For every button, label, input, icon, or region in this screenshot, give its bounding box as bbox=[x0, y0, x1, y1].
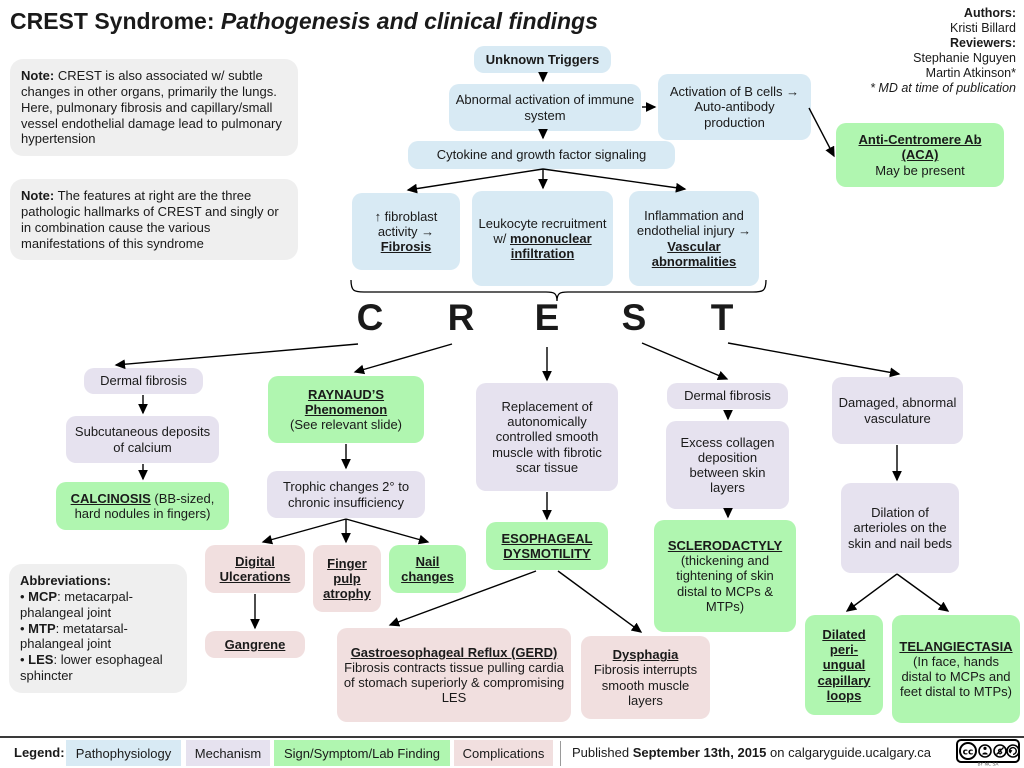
node-leukocyte-recruitment: Leukocyte recruitment w/ mononuclear inf… bbox=[472, 191, 613, 286]
abbreviation-item: • LES: lower esophageal sphincter bbox=[20, 652, 163, 684]
svg-text:cc: cc bbox=[963, 748, 974, 758]
abbreviation-item: • MCP: metacarpal-phalangeal joint bbox=[20, 588, 133, 620]
crest-letter-r: R bbox=[447, 297, 475, 338]
site-url: calgaryguide.ucalgary.ca bbox=[788, 745, 931, 760]
abbreviation-item: • MTP: metatarsal-phalangeal joint bbox=[20, 620, 128, 652]
node-cytokine-signaling: Cytokine and growth factor signaling bbox=[408, 141, 675, 169]
node-calcinosis: CALCINOSIS (BB-sized, hard nodules in fi… bbox=[56, 482, 229, 530]
published-info: Published September 13th, 2015 on calgar… bbox=[572, 745, 931, 760]
note-text: The features at right are the three path… bbox=[21, 188, 279, 251]
node-b-cell-activation: Activation of B cells → Auto-antibody pr… bbox=[658, 74, 811, 140]
reviewer-name: Martin Atkinson* bbox=[925, 66, 1016, 80]
node-dermal-fibrosis-c: Dermal fibrosis bbox=[84, 368, 203, 394]
legend-chip-pathophysiology: Pathophysiology bbox=[66, 740, 181, 766]
legend-chip-sign-symptom: Sign/Symptom/Lab Finding bbox=[274, 740, 450, 766]
node-digital-ulcerations: Digital Ulcerations bbox=[205, 545, 305, 593]
crest-letter-c: C bbox=[356, 297, 384, 338]
node-excess-collagen: Excess collagen deposition between skin … bbox=[666, 421, 789, 509]
page-title-subtitle: Pathogenesis and clinical findings bbox=[220, 8, 598, 34]
node-anti-centromere-ab: Anti-Centromere Ab (ACA)May be present bbox=[836, 123, 1004, 187]
svg-text:BY NC SA: BY NC SA bbox=[978, 762, 1000, 767]
cc-license-icon: cc $ BY NC SA bbox=[956, 739, 1020, 766]
node-vascular-abnormalities: Inflammation and endothelial injury → Va… bbox=[629, 191, 759, 286]
node-esophageal-dysmotility: ESOPHAGEAL DYSMOTILITY bbox=[486, 522, 608, 570]
footer-separator bbox=[560, 741, 561, 766]
legend-label: Legend: bbox=[14, 745, 65, 760]
node-arteriole-dilation: Dilation of arterioles on the skin and n… bbox=[841, 483, 959, 573]
node-sclerodactyly: SCLERODACTYLY(thickening and tightening … bbox=[654, 520, 796, 632]
node-smooth-muscle-replacement: Replacement of autonomically controlled … bbox=[476, 383, 618, 491]
published-date: September 13th, 2015 bbox=[632, 745, 767, 760]
author-name: Kristi Billard bbox=[950, 21, 1016, 35]
crest-letter-e: E bbox=[534, 297, 560, 338]
abbreviations-box: Abbreviations: • MCP: metacarpal-phalang… bbox=[9, 564, 187, 694]
note-label: Note: bbox=[21, 68, 55, 83]
note-label: Note: bbox=[21, 188, 55, 203]
node-telangiectasia: TELANGIECTASIA(In face, hands distal to … bbox=[892, 615, 1020, 723]
node-nail-changes: Nail changes bbox=[389, 545, 466, 593]
node-raynauds-phenomenon: RAYNAUD’S Phenomenon(See relevant slide) bbox=[268, 376, 424, 443]
footer-divider-line bbox=[0, 736, 1024, 738]
node-fibroblast-fibrosis: ↑ fibroblast activity →Fibrosis bbox=[352, 193, 460, 270]
legend-chip-mechanism: Mechanism bbox=[186, 740, 270, 766]
reviewer-name: Stephanie Nguyen bbox=[913, 51, 1016, 65]
authors-label: Authors: bbox=[963, 6, 1016, 20]
abbreviations-label: Abbreviations: bbox=[20, 573, 112, 588]
legend-chip-complications: Complications bbox=[454, 740, 553, 766]
node-dermal-fibrosis-s: Dermal fibrosis bbox=[667, 383, 788, 409]
reviewers-label: Reviewers: bbox=[949, 36, 1016, 50]
node-finger-pulp-atrophy: Finger pulp atrophy bbox=[313, 545, 381, 612]
crest-letter-s: S bbox=[621, 297, 647, 338]
page-title: CREST Syndrome: Pathogenesis and clinica… bbox=[10, 8, 598, 35]
credits-footnote: * MD at time of publication bbox=[870, 81, 1016, 95]
node-trophic-changes: Trophic changes 2° to chronic insufficie… bbox=[267, 471, 425, 518]
page-title-main: CREST Syndrome: bbox=[10, 8, 221, 34]
node-gerd: Gastroesophageal Reflux (GERD)Fibrosis c… bbox=[337, 628, 571, 722]
note-text: CREST is also associated w/ subtle chang… bbox=[21, 68, 282, 147]
node-unknown-triggers: Unknown Triggers bbox=[474, 46, 611, 73]
node-gangrene: Gangrene bbox=[205, 631, 305, 658]
credits-block: Authors: Kristi Billard Reviewers: Steph… bbox=[870, 6, 1016, 96]
note-hallmarks: Note: The features at right are the thre… bbox=[10, 179, 298, 261]
node-subcutaneous-calcium: Subcutaneous deposits of calcium bbox=[66, 416, 219, 463]
note-pulmonary: Note: CREST is also associated w/ subtle… bbox=[10, 59, 298, 157]
crest-letter-t: T bbox=[710, 297, 734, 338]
node-abnormal-immune-activation: Abnormal activation of immune system bbox=[449, 84, 641, 131]
node-damaged-vasculature: Damaged, abnormal vasculature bbox=[832, 377, 963, 444]
node-dilated-capillary-loops: Dilated peri-ungual capillary loops bbox=[805, 615, 883, 715]
